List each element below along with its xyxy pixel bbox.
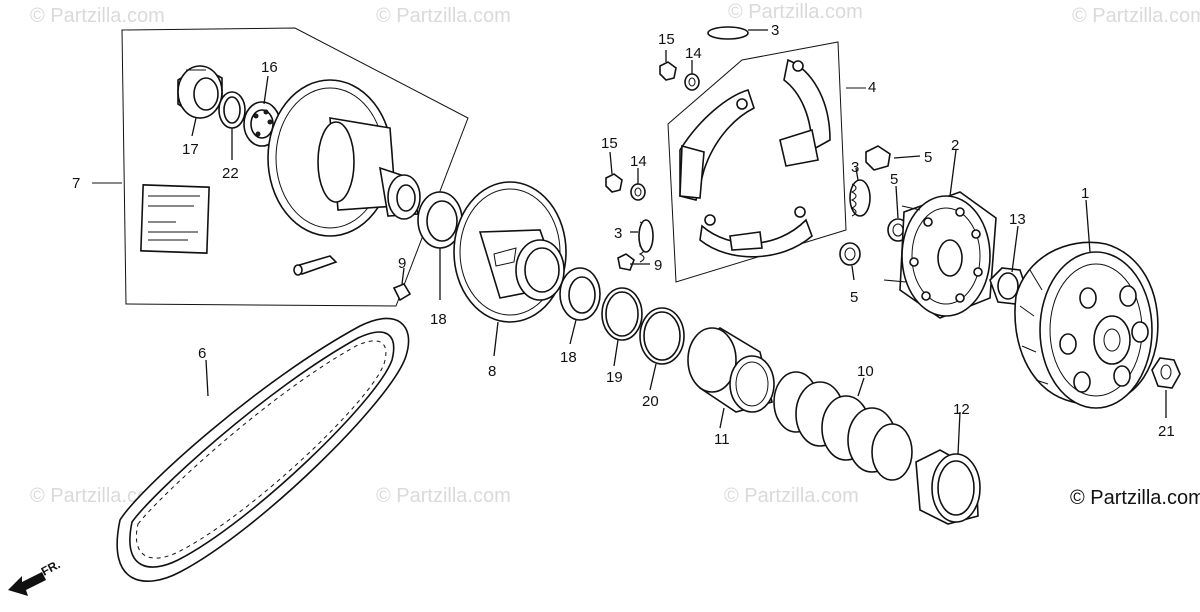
spring-3-a xyxy=(707,26,749,40)
watermark: © Partzilla.com xyxy=(1072,5,1200,27)
watermark: © Partzilla.com xyxy=(30,485,165,507)
oil-seal-18-a xyxy=(417,191,463,249)
collar-9-a xyxy=(392,283,412,302)
nut-15-a xyxy=(659,61,677,81)
callout-9: 9 xyxy=(654,257,662,274)
watermark: © Partzilla.com xyxy=(30,5,165,27)
collar-12 xyxy=(915,449,981,525)
callout-10: 10 xyxy=(857,363,874,380)
callout-3: 3 xyxy=(771,22,779,39)
callout-5: 5 xyxy=(890,171,898,188)
callout-14: 14 xyxy=(685,45,702,62)
spring-3-b xyxy=(849,179,871,217)
callout-20: 20 xyxy=(642,393,659,410)
callout-8: 8 xyxy=(488,363,496,380)
collar-9-b xyxy=(617,253,635,271)
copyright-text: © Partzilla.com xyxy=(1070,487,1200,509)
collar-5-a xyxy=(865,145,891,171)
callout-7: 7 xyxy=(72,175,80,192)
watermark: © Partzilla.com xyxy=(376,5,511,27)
callout-15: 15 xyxy=(658,31,675,48)
nut-21 xyxy=(1151,357,1181,389)
callout-17: 17 xyxy=(182,141,199,158)
callout-2: 2 xyxy=(951,137,959,154)
callout-18: 18 xyxy=(560,349,577,366)
watermark: © Partzilla.com xyxy=(724,485,859,507)
callout-15: 15 xyxy=(601,135,618,152)
info-label-card xyxy=(140,184,210,254)
callout-19: 19 xyxy=(606,369,623,386)
washer-14-a xyxy=(684,73,700,91)
callout-9: 9 xyxy=(398,255,406,272)
spring-10 xyxy=(773,371,913,481)
collar-5-c xyxy=(839,242,861,266)
driven-face-assembly xyxy=(267,79,421,237)
watermark: © Partzilla.com xyxy=(376,485,511,507)
movable-face-8 xyxy=(453,181,567,323)
callout-11: 11 xyxy=(714,431,730,448)
watermark: © Partzilla.com xyxy=(728,1,863,23)
callout-13: 13 xyxy=(1009,211,1026,228)
o-ring-20 xyxy=(639,307,685,365)
callout-5: 5 xyxy=(850,289,858,306)
callout-3: 3 xyxy=(614,225,622,242)
o-ring-19 xyxy=(601,287,643,341)
callout-12: 12 xyxy=(953,401,970,418)
callout-21: 21 xyxy=(1158,423,1175,440)
drive-plate-2 xyxy=(883,191,997,319)
spring-3-c xyxy=(638,219,654,263)
callouts: 1 2 3 3 3 4 5 5 5 6 7 8 9 9 10 11 12 13 … xyxy=(72,22,1175,448)
nut-15-b xyxy=(605,173,623,193)
needle-bearing-17 xyxy=(177,65,223,119)
washer-14-b xyxy=(630,183,646,201)
seal-collar-11 xyxy=(687,327,775,413)
guide-pin xyxy=(293,255,338,276)
callout-16: 16 xyxy=(261,59,278,76)
callout-3: 3 xyxy=(851,159,859,176)
callout-4: 4 xyxy=(868,79,876,96)
watermarks: © Partzilla.com © Partzilla.com © Partzi… xyxy=(30,1,1200,507)
callout-22: 22 xyxy=(222,165,239,182)
clutch-shoes-4 xyxy=(679,58,831,258)
front-direction-arrow: FR. xyxy=(8,557,62,596)
arrow-icon xyxy=(8,572,46,596)
clutch-outer-1 xyxy=(1014,241,1159,409)
callout-14: 14 xyxy=(630,153,647,170)
snap-ring-22 xyxy=(218,91,246,129)
leader-lines xyxy=(191,29,1167,455)
callout-1: 1 xyxy=(1081,185,1089,202)
callout-5: 5 xyxy=(924,149,932,166)
callout-6: 6 xyxy=(198,345,206,362)
oil-seal-18-b xyxy=(559,267,601,321)
drive-belt-6 xyxy=(116,317,410,582)
callout-18: 18 xyxy=(430,311,447,328)
